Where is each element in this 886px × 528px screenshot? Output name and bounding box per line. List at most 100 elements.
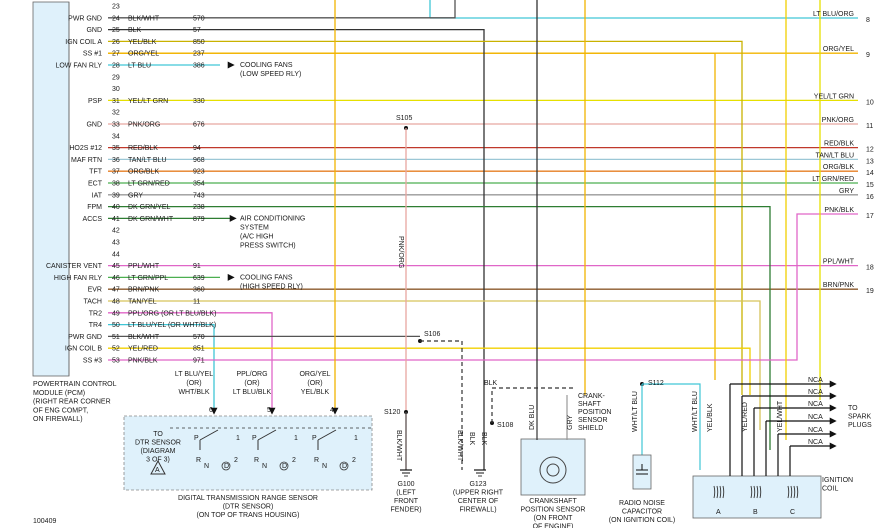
wire-blk-top (491, 387, 575, 423)
vertical-wire-label: BLK/WHT (456, 430, 463, 462)
pcm-pin-label: CANISTER VENT (46, 263, 103, 270)
vertical-wire-label: DK BLU (529, 405, 536, 430)
splice-label: S105 (396, 115, 412, 122)
dtr-caption: (ON TOP OF TRANS HOUSING) (197, 512, 300, 519)
pin-number: 40 (112, 204, 120, 211)
circuit-number: 971 (193, 358, 205, 365)
wire-color-label: LT GRN/PPL (128, 275, 168, 282)
pin-number: 53 (112, 358, 120, 365)
dtr-switch-icon (317, 429, 337, 441)
pcm-pin-label: PWR GND (68, 15, 102, 22)
pin-number: 28 (112, 63, 120, 70)
arrow-icon (829, 392, 837, 400)
gear-letter: N (322, 463, 327, 470)
pcm-pin-label: IGN COIL B (65, 346, 102, 353)
note-ac-switch: SYSTEM (240, 224, 269, 231)
circuit-number: 57 (193, 27, 201, 34)
ground-g123: (UPPER RIGHT (453, 490, 504, 497)
right-wire-label: YEL/LT GRN (814, 93, 854, 100)
pcm-pin-label: MAF RTN (71, 157, 102, 164)
right-wire-label: GRY (839, 188, 854, 195)
circuit-number: 968 (193, 157, 205, 164)
pcm-pin-label: FPM (87, 204, 102, 211)
wire-color-label: DK GRN/WHT (128, 216, 174, 223)
pin-number: 44 (112, 251, 120, 258)
pin-number: 50 (112, 322, 120, 329)
right-wire-label: PPL/WHT (823, 259, 855, 266)
coil-winding-icon (750, 485, 753, 499)
vertical-wire-label: YEL/WHT (777, 400, 784, 432)
circuit-number: 676 (193, 122, 205, 129)
right-wire-label: ORG/YEL (823, 46, 854, 53)
nca-label: NCA (808, 401, 823, 408)
wire-color-label: LT BLU (128, 63, 151, 70)
coil-winding-icon (787, 485, 790, 499)
wire-shield-dashed (420, 340, 463, 470)
pin-number: 26 (112, 39, 120, 46)
note-ac-switch: AIR CONDITIONING (240, 215, 305, 222)
dtr-to-label: TO (153, 431, 163, 438)
splice-label: S108 (497, 422, 513, 429)
continuation-number: 12 (866, 147, 874, 154)
right-wire-label: LT GRN/RED (812, 176, 854, 183)
wire-ss3 (108, 213, 858, 361)
gear-letter: P (312, 435, 317, 442)
continuation-number: 14 (866, 170, 874, 177)
gear-letter: P (252, 435, 257, 442)
continuation-number: 9 (866, 52, 870, 59)
ckp-caption: (ON FRONT (534, 515, 574, 522)
vertical-wire-label: YEL/BLK (707, 403, 714, 432)
gear-letter: 1 (354, 435, 358, 442)
note-cooling-low: COOLING FANS (240, 62, 293, 69)
circuit-number: 851 (193, 346, 205, 353)
circuit-number: 354 (193, 181, 205, 188)
wire-color-label: YEL/LT GRN (128, 98, 168, 105)
continuation-number: 8 (866, 17, 870, 24)
coil-winding-icon (790, 485, 793, 499)
to-spark-plugs: SPARK (848, 414, 872, 421)
pcm-pin-label: HIGH FAN RLY (54, 275, 102, 282)
pin-number: 41 (112, 216, 120, 223)
pcm-box (32, 1, 70, 377)
splice-label: S112 (648, 380, 664, 387)
pcm-caption: ON FIREWALL) (33, 416, 83, 423)
wire-fpm (108, 205, 771, 450)
arrow-icon (268, 407, 276, 415)
circuit-number: 11 (193, 299, 200, 306)
coil-winding-icon (796, 485, 799, 499)
right-wire-label: RED/BLK (824, 141, 854, 148)
pcm-pin-label: SS #3 (83, 358, 102, 365)
pcm-pin-label: GND (86, 27, 102, 34)
dtr-wire-label: LT BLU/BLK (233, 389, 272, 396)
circuit-number: 386 (193, 63, 205, 70)
ground-g100: (LEFT (396, 490, 416, 497)
arrow-icon (829, 380, 837, 388)
gear-letter: R (314, 457, 319, 464)
coil-winding-icon (756, 485, 759, 499)
wire-color-label: YEL/BLK (128, 39, 157, 46)
ground-g123: FIREWALL) (459, 507, 496, 514)
gear-letter: D (342, 463, 347, 470)
arrow-icon (227, 273, 235, 281)
circuit-number: 850 (193, 39, 205, 46)
pcm-caption: (RIGHT REAR CORNER (33, 399, 111, 406)
pcm-pin-label: LOW FAN RLY (55, 63, 102, 70)
ckp-sensor-box (520, 438, 586, 496)
pcm-pin-label: IAT (92, 192, 103, 199)
pin-number: 47 (112, 287, 120, 294)
pin-number: 49 (112, 310, 120, 317)
pin-number: 52 (112, 346, 120, 353)
circuit-number: 237 (193, 51, 205, 58)
gear-letter: 1 (236, 435, 240, 442)
circuit-number: 238 (193, 204, 205, 211)
dtr-wire-label: (OR) (244, 380, 259, 387)
wire-ign-coil-b (108, 347, 751, 395)
splice-label: S106 (424, 331, 440, 338)
circuit-number: 94 (193, 145, 201, 152)
reference-triangle-icon (150, 459, 166, 475)
gear-d-icon (339, 461, 349, 471)
gear-d-icon (221, 461, 231, 471)
coil-winding-icon (716, 485, 719, 499)
